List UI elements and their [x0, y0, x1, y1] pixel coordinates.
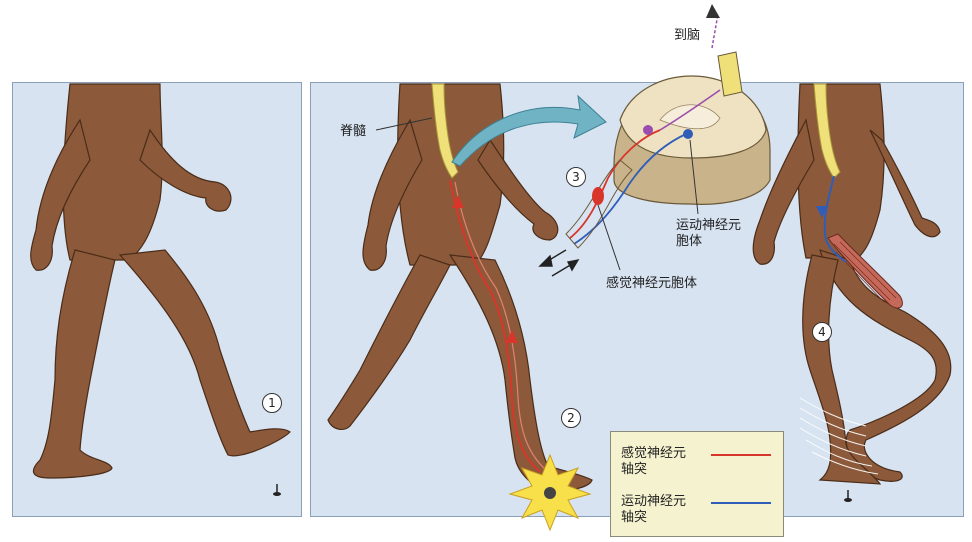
label-sensory-neuron-body: 感觉神经元胞体 — [606, 276, 698, 291]
step-number-1: 1 — [262, 393, 282, 413]
motor-nerve-path — [823, 175, 847, 263]
interneuron-body — [643, 125, 653, 135]
ascending-tract — [706, 4, 743, 97]
tack-icon — [273, 484, 281, 496]
legend-motor-swatch — [711, 502, 771, 504]
nerve-direction-arrows — [538, 249, 580, 277]
leader-line-sensory — [597, 204, 621, 271]
legend-motor-label: 运动神经元 轴突 — [621, 494, 687, 525]
walking-figure-1 — [30, 83, 291, 479]
legend-sensory-swatch — [711, 454, 771, 456]
spinal-cord-4 — [813, 83, 841, 179]
motor-neuron-cell — [683, 129, 693, 139]
thigh-muscle — [827, 233, 903, 309]
signal-up-arrow — [452, 195, 518, 343]
step-number-2: 2 — [561, 408, 581, 428]
pain-burst-icon — [508, 453, 592, 532]
withdrawal-figure-4 — [752, 83, 952, 485]
step-number-3: 3 — [566, 167, 586, 187]
interneuron-purple — [659, 89, 721, 131]
spinal-cross-section — [613, 75, 771, 205]
legend-sensory-label: 感觉神经元 轴突 — [621, 446, 687, 477]
label-spinal-cord: 脊髓 — [340, 124, 367, 139]
zoom-arrow — [451, 94, 607, 167]
tack-icon — [844, 490, 852, 502]
nerve-sheath — [565, 159, 633, 249]
sensory-nerve-path — [449, 179, 541, 473]
motion-lines — [799, 397, 879, 475]
nerve-root-sensory — [569, 129, 661, 239]
leader-line-spinal — [375, 117, 433, 131]
spinal-cord — [431, 83, 459, 179]
sensory-ganglion — [592, 187, 604, 205]
step-number-4: 4 — [812, 322, 832, 342]
label-to-brain: 到脑 — [674, 28, 701, 43]
leader-line-motor — [689, 139, 699, 215]
walking-figure-2 — [327, 83, 593, 491]
signal-down-arrow — [816, 206, 828, 218]
label-motor-neuron-body: 运动神经元 胞体 — [676, 218, 742, 249]
legend-box: 感觉神经元 轴突 运动神经元 轴突 — [610, 431, 784, 537]
